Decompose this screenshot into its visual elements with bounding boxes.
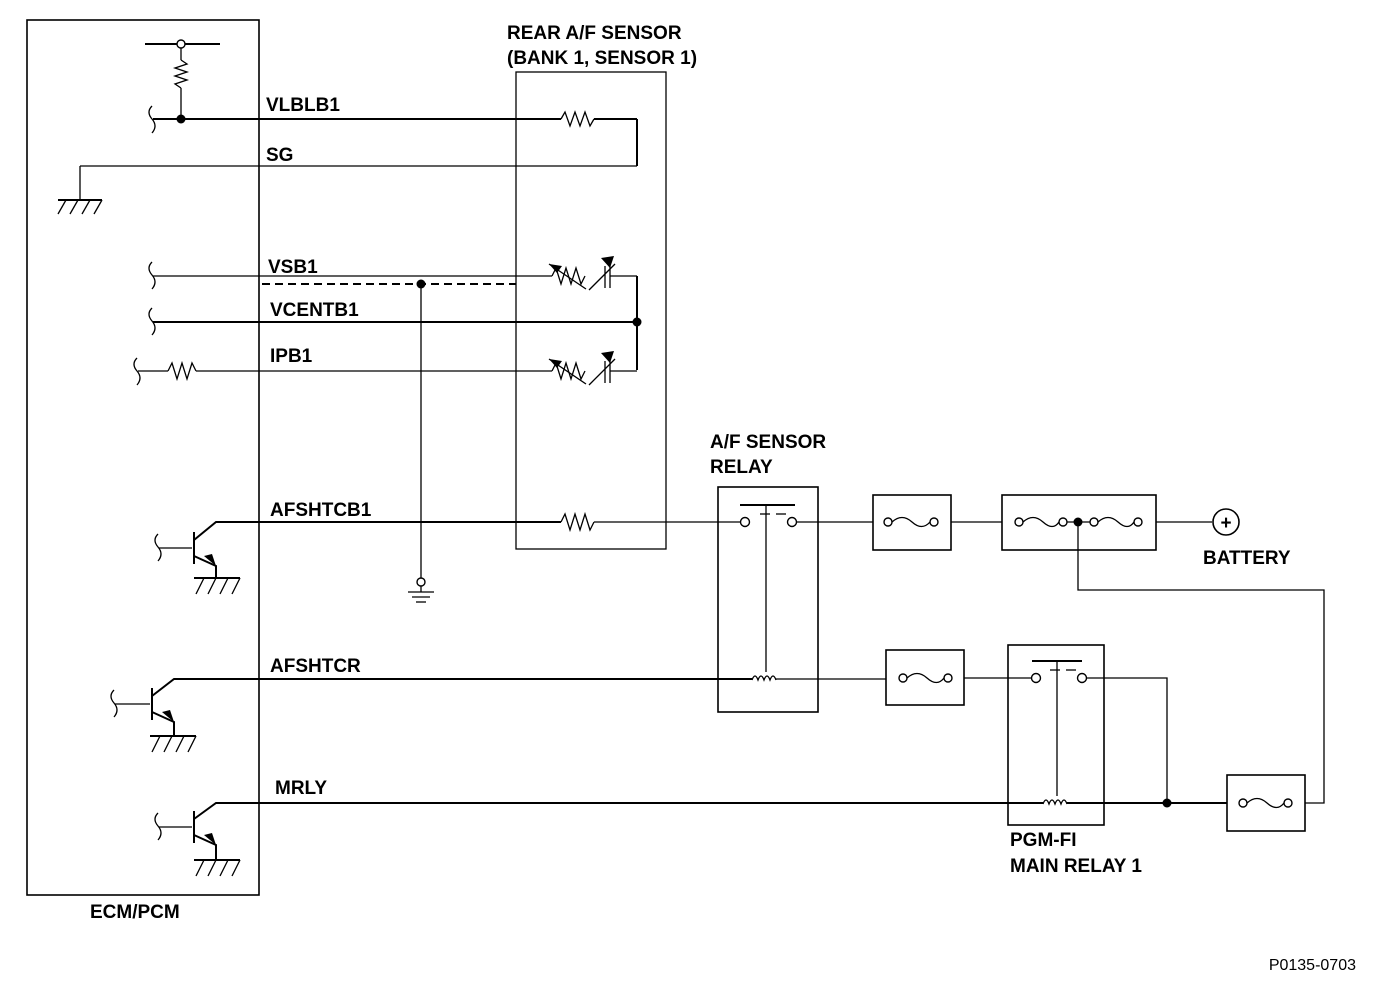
sensor-title-2: (BANK 1, SENSOR 1) (507, 48, 697, 69)
af-relay-internals (739, 504, 873, 682)
diagram-code: P0135-0703 (1269, 957, 1356, 974)
wire-label-vcentb1: VCENTB1 (270, 300, 359, 321)
afshtcb1-circuit (154, 511, 740, 595)
main-relay-internals (1030, 660, 1168, 806)
wire-label-vsb1: VSB1 (268, 257, 318, 278)
wire-label-ipb1: IPB1 (270, 346, 313, 367)
sensor-ground-icon (408, 577, 434, 603)
fuse-2 (885, 649, 1032, 706)
wire-label-vlblb1: VLBLB1 (266, 95, 340, 116)
main-relay-box (1007, 644, 1105, 826)
ipb1-circuit (133, 351, 637, 386)
ecm-label: ECM/PCM (90, 902, 180, 923)
fuse-1 (872, 494, 1002, 551)
svg-text:+: + (1220, 513, 1231, 534)
wire-label-sg: SG (266, 145, 293, 166)
wire-label-afshtcb1: AFSHTCB1 (270, 500, 372, 521)
afshtcr-circuit (110, 678, 886, 753)
af-relay-title-2: RELAY (710, 457, 773, 478)
af-relay-box (717, 486, 819, 713)
vcentb1-circuit (148, 307, 642, 336)
wire-label-mrly: MRLY (275, 778, 327, 799)
main-relay-title-1: PGM-FI (1010, 830, 1077, 851)
wire-label-afshtcr: AFSHTCR (270, 656, 361, 677)
battery-label: BATTERY (1203, 548, 1291, 569)
sg-circuit (57, 165, 637, 215)
main-relay-title-2: MAIN RELAY 1 (1010, 856, 1142, 877)
fuse-3 (1226, 774, 1306, 832)
vsb1-circuit (148, 256, 638, 578)
ecm-box (26, 19, 260, 896)
battery-icon: + (1212, 508, 1240, 536)
sensor-title-1: REAR A/F SENSOR (507, 23, 682, 44)
mrly-circuit (154, 798, 1227, 877)
vlblb1-circuit (145, 39, 638, 166)
fuse-block (1001, 494, 1325, 804)
sensor-box (515, 71, 667, 550)
af-relay-title-1: A/F SENSOR (710, 432, 826, 453)
